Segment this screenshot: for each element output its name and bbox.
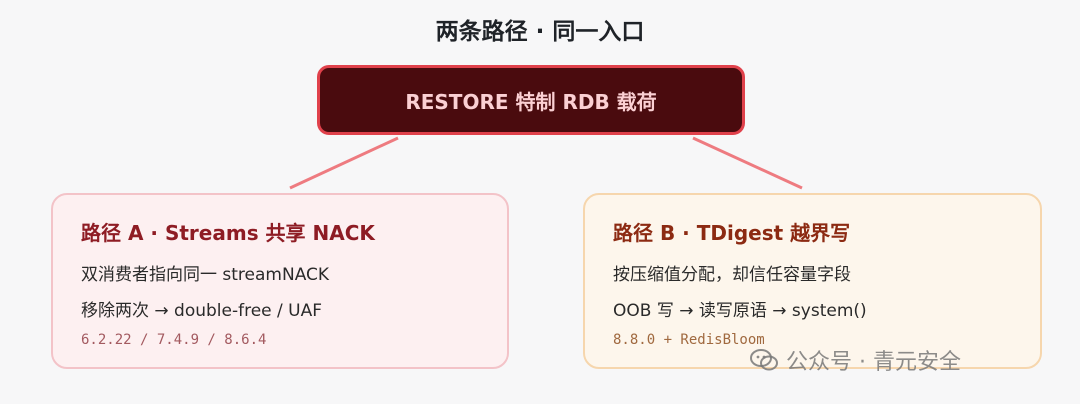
path-b-line-2: OOB 写 → 读写原语 → system() — [613, 301, 867, 321]
connector-to-path-b — [692, 136, 803, 190]
path-a-line-2: 移除两次 → double-free / UAF — [81, 301, 323, 321]
diagram-title: 两条路径 · 同一入口 — [435, 19, 645, 45]
path-a-versions: 6.2.22 / 7.4.9 / 8.6.4 — [81, 332, 267, 348]
path-a-card: 路径 A · Streams 共享 NACK 双消费者指向同一 streamNA… — [51, 193, 509, 369]
path-b-title: 路径 B · TDigest 越界写 — [613, 221, 851, 245]
path-b-line-1: 按压缩值分配，却信任容量字段 — [613, 265, 851, 285]
entry-node-label: RESTORE 特制 RDB 载荷 — [405, 89, 657, 114]
path-b-card: 路径 B · TDigest 越界写 按压缩值分配，却信任容量字段 OOB 写 … — [583, 193, 1042, 369]
path-a-title: 路径 A · Streams 共享 NACK — [81, 221, 375, 245]
watermark-text: 公众号 · 青元安全 — [786, 350, 961, 375]
connector-to-path-a — [289, 136, 399, 190]
entry-node: RESTORE 特制 RDB 载荷 — [317, 65, 745, 135]
path-a-line-1: 双消费者指向同一 streamNACK — [81, 265, 330, 285]
watermark: 公众号 · 青元安全 — [750, 342, 961, 378]
wechat-icon — [750, 349, 778, 371]
path-b-versions: 8.8.0 + RedisBloom — [613, 332, 765, 348]
